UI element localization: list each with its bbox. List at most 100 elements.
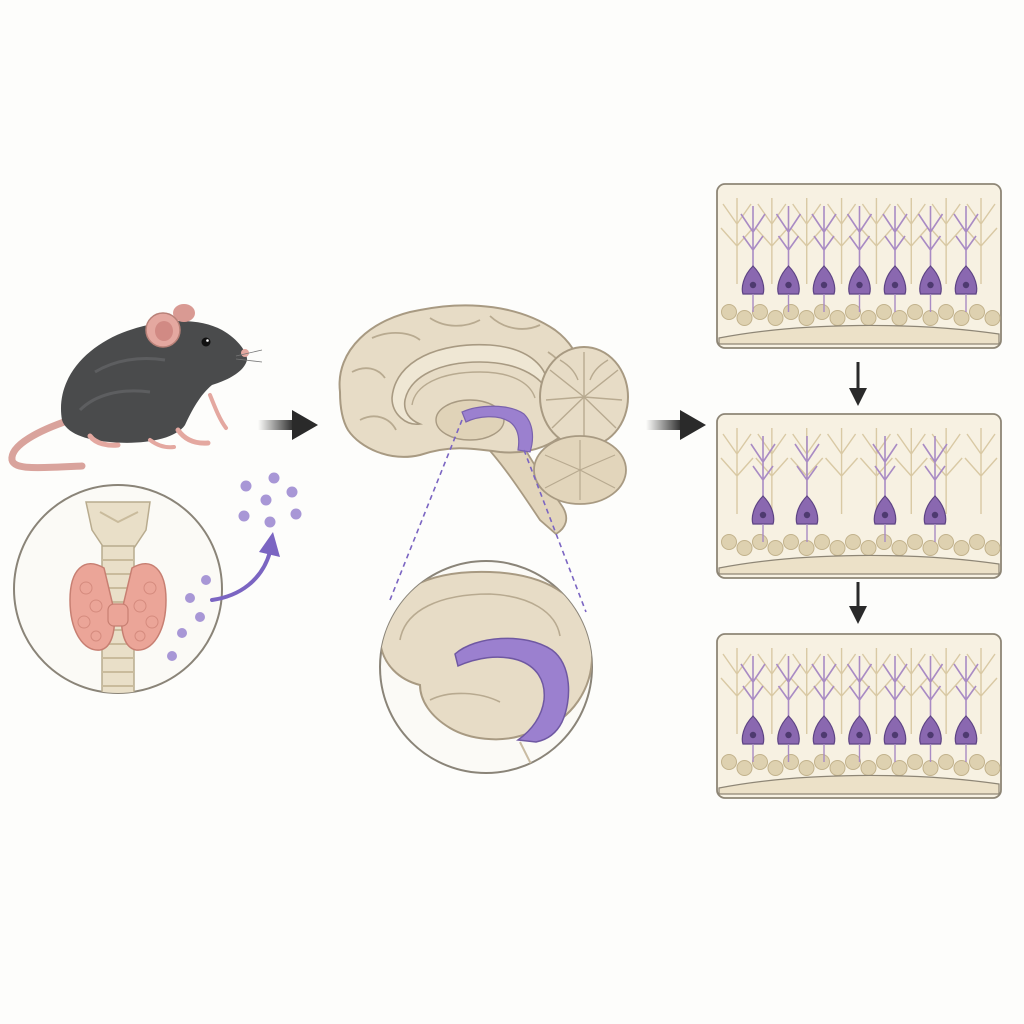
- glial-cell: [876, 304, 892, 320]
- mouse-icon: [8, 304, 263, 472]
- glial-cell: [891, 760, 908, 776]
- down-arrow-1: [849, 362, 867, 406]
- pyramidal-neuron: [917, 656, 944, 762]
- glial-cell: [845, 304, 861, 320]
- zoom-guide-lines: [389, 419, 587, 613]
- faint-dendrite: [964, 648, 998, 734]
- right-arrow-2: [646, 410, 706, 440]
- glial-cell: [814, 754, 830, 770]
- glial-cell: [783, 304, 799, 320]
- glial-cell: [814, 534, 830, 550]
- glial-cell: [938, 304, 954, 320]
- pyramidal-neuron: [953, 656, 979, 762]
- glial-cell: [736, 540, 753, 556]
- pyramidal-neuron: [846, 206, 873, 312]
- faint-dendrite: [859, 428, 893, 514]
- pyramidal-neuron: [740, 656, 766, 762]
- faint-dendrite: [720, 198, 754, 284]
- glial-cell: [829, 760, 846, 776]
- pyramidal-neuron: [882, 656, 908, 762]
- glial-cell: [845, 534, 861, 550]
- glial-cell: [860, 310, 877, 326]
- glial-cell: [907, 304, 923, 320]
- thyroid-gland-icon: [69, 501, 167, 693]
- brain-sagittal-icon: [338, 304, 629, 536]
- glial-cell: [783, 534, 799, 550]
- glial-cell: [907, 534, 923, 550]
- hippocampus-magnified-icon: [379, 560, 593, 774]
- neuron-panel-restored: [716, 633, 1002, 799]
- glial-cell: [752, 304, 768, 320]
- pyramidal-neuron: [882, 206, 908, 312]
- glial-cell: [953, 540, 970, 556]
- faint-dendrite: [929, 648, 963, 734]
- glial-cell: [907, 754, 923, 770]
- faint-dendrite: [964, 198, 998, 284]
- pyramidal-neuron: [846, 656, 873, 762]
- faint-dendrite: [894, 428, 928, 514]
- hormone-particles: [167, 472, 302, 661]
- glial-cell: [814, 304, 830, 320]
- glial-cell: [922, 540, 939, 556]
- glial-cell: [984, 310, 1001, 326]
- faint-dendrite: [720, 428, 754, 514]
- right-arrow-1: [258, 410, 318, 440]
- glial-cell: [798, 760, 815, 776]
- faint-dendrite: [825, 428, 859, 514]
- faint-dendrite: [755, 428, 789, 514]
- glial-cell: [938, 754, 954, 770]
- glial-cell: [953, 760, 970, 776]
- faint-dendrite: [929, 198, 963, 284]
- glial-cell: [938, 534, 954, 550]
- pyramidal-neuron: [775, 656, 802, 762]
- glial-cell: [984, 760, 1001, 776]
- neuron-panel-series: [716, 183, 1002, 799]
- glial-cell: [736, 760, 753, 776]
- pyramidal-neuron: [922, 436, 948, 542]
- pyramidal-neuron: [740, 206, 766, 312]
- faint-dendrite: [825, 198, 859, 284]
- faint-dendrite: [894, 198, 928, 284]
- tissue-base-layer: [718, 774, 1000, 795]
- glial-cell: [767, 760, 784, 776]
- glial-cell: [969, 754, 985, 770]
- glial-cell: [752, 534, 768, 550]
- hormone-release-arrowhead: [259, 532, 280, 557]
- thyroid-magnifier-circle: [13, 484, 223, 694]
- pyramidal-neuron: [750, 436, 776, 542]
- glial-cell: [845, 754, 861, 770]
- tissue-base-layer: [718, 554, 1000, 575]
- glial-cell: [752, 754, 768, 770]
- glial-cell: [829, 540, 846, 556]
- glial-cell: [876, 754, 892, 770]
- glial-cell: [829, 310, 846, 326]
- glial-cell: [767, 540, 784, 556]
- neuron-panel-reduced: [716, 413, 1002, 579]
- pyramidal-neuron: [794, 436, 820, 542]
- glial-cell: [876, 534, 892, 550]
- pons: [533, 435, 627, 505]
- pyramidal-neuron: [775, 206, 802, 312]
- glial-cell: [969, 304, 985, 320]
- glial-cell: [798, 310, 815, 326]
- faint-dendrite: [720, 648, 754, 734]
- glial-cell: [891, 540, 908, 556]
- hormone-release-arrow: [210, 550, 272, 602]
- glial-cell: [891, 310, 908, 326]
- glial-cell: [798, 540, 815, 556]
- glial-cell: [860, 760, 877, 776]
- glial-cell: [721, 534, 737, 550]
- pyramidal-neuron: [917, 206, 944, 312]
- glial-cell: [860, 540, 877, 556]
- pyramidal-neuron: [811, 206, 837, 312]
- pyramidal-neuron: [872, 436, 898, 542]
- neuron-panel-baseline: [716, 183, 1002, 349]
- faint-dendrite: [929, 428, 963, 514]
- faint-dendrite: [894, 648, 928, 734]
- glial-cell: [721, 754, 737, 770]
- pyramidal-neuron: [953, 206, 979, 312]
- glial-cell: [783, 754, 799, 770]
- faint-dendrite: [825, 648, 859, 734]
- tissue-base-layer: [718, 324, 1000, 345]
